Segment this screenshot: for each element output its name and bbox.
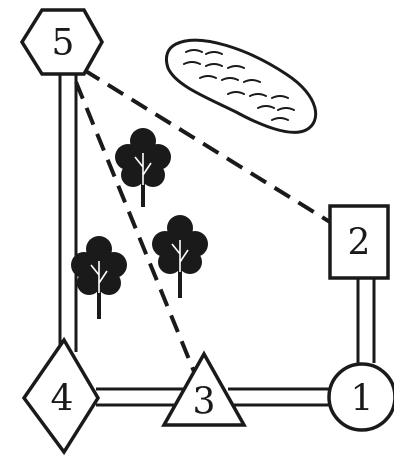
node-1: 1 (327, 362, 394, 432)
node-label: 5 (52, 23, 75, 64)
road-3-1 (228, 387, 332, 407)
road-5-4 (58, 72, 78, 352)
node-4: 4 (21, 336, 101, 456)
pond-icon (164, 38, 318, 134)
tree-icon (152, 215, 208, 298)
node-3: 3 (161, 350, 247, 427)
node-2: 2 (328, 204, 390, 280)
triangle-shape (161, 350, 247, 427)
tree-icon (115, 128, 171, 207)
road-1-2 (356, 278, 376, 363)
dashed-path-5-2 (82, 68, 332, 224)
diamond-shape (21, 336, 101, 456)
node-label: 4 (51, 379, 74, 420)
square-shape (328, 204, 390, 280)
node-label: 2 (348, 223, 371, 264)
hexagon-shape (19, 8, 105, 76)
road-4-3 (96, 387, 183, 407)
dashed-path-5-3 (74, 81, 197, 375)
circle-shape (327, 362, 394, 432)
tree-icon (71, 236, 127, 319)
node-5: 5 (19, 8, 105, 76)
node-label: 3 (193, 382, 216, 423)
node-label: 1 (351, 379, 374, 420)
